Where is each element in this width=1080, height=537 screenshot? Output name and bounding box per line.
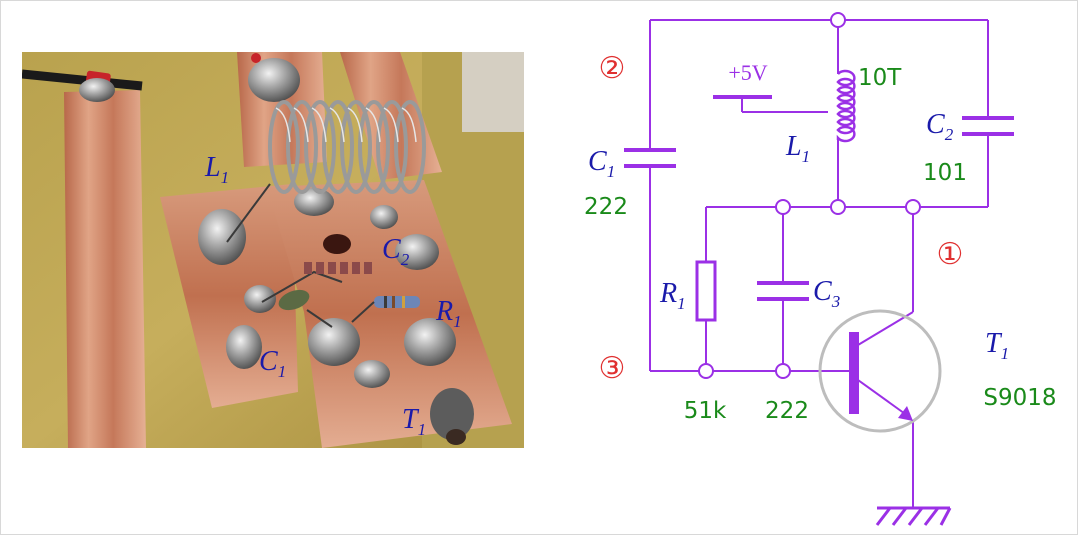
photo-label-C2: C2: [382, 234, 410, 269]
photo-label-T1: T1: [402, 404, 426, 439]
capacitor-C2-label: C2: [926, 109, 954, 144]
capacitor-C3-value: 222: [765, 398, 809, 424]
capacitor-C2-symbol: [962, 116, 1014, 136]
junction-dots: [698, 12, 921, 379]
capacitor-C3-label: C3: [813, 276, 840, 311]
capacitor-C1-symbol: [624, 148, 676, 168]
resistor-R1-value: 51k: [684, 398, 727, 424]
resistor-R1-label: R1: [659, 278, 686, 313]
circuit-photo-image: L1 C2 R1 C1 T1: [22, 52, 524, 448]
transistor-T1-base-bar: [849, 332, 859, 414]
inductor-L1-label: L1: [785, 131, 810, 166]
transistor-T1-label: T1: [985, 328, 1009, 363]
supply-label: +5V: [728, 60, 767, 85]
transistor-T1-circle: [818, 309, 942, 433]
photo-label-R1: R1: [435, 296, 462, 331]
node-1-label: ①: [937, 237, 964, 272]
ground-symbol: [875, 506, 952, 526]
resistor-R1-symbol: [695, 260, 717, 322]
capacitor-C1-label: C1: [588, 146, 615, 181]
photo-label-L1: L1: [204, 152, 229, 187]
node-2-label: ②: [599, 51, 626, 86]
inductor-L1-value: 10T: [858, 65, 902, 91]
schematic-wires: [649, 19, 989, 508]
transistor-T1-emitter-arrow: [898, 406, 913, 421]
circuit-photo: L1 C2 R1 C1 T1: [22, 52, 524, 448]
node-3-label: ③: [599, 351, 626, 386]
capacitor-C3-symbol: [757, 281, 809, 301]
photo-label-C1: C1: [259, 346, 286, 381]
transistor-T1-value: S9018: [983, 385, 1056, 411]
capacitor-C1-value: 222: [584, 194, 628, 220]
inductor-L1-symbol: [836, 69, 856, 143]
capacitor-C2-value: 101: [923, 160, 967, 186]
schematic-svg: ② ③ ① +5V L1 C1 C2 C3 R1 T1 10T 222 101 …: [584, 12, 1057, 526]
schematic-diagram: ② ③ ① +5V L1 C1 C2 C3 R1 T1 10T 222 101 …: [560, 0, 1080, 537]
